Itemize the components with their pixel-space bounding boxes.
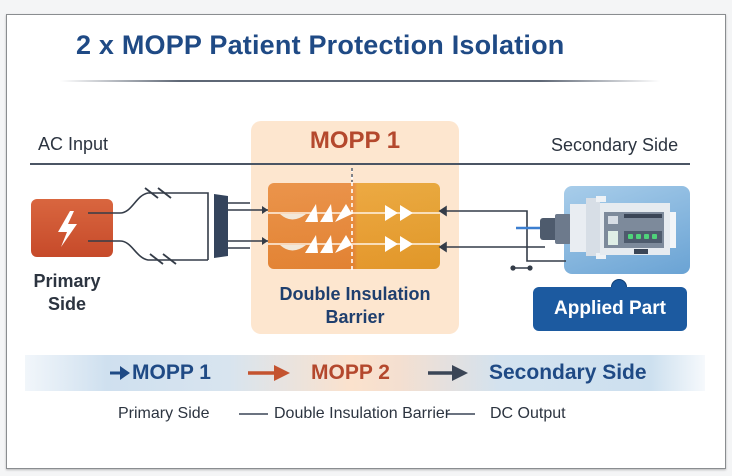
legend-primary-side: Primary Side — [118, 405, 210, 422]
barrier-caption-line1: Double Insulation — [279, 284, 431, 304]
status-led — [628, 234, 633, 239]
barrier-caption-line2: Barrier — [325, 307, 385, 327]
title-divider — [60, 80, 660, 82]
status-led — [636, 234, 641, 239]
barrier-caption: Double Insulation Barrier — [251, 283, 459, 329]
medical-device-icon — [516, 196, 676, 259]
break-marks — [144, 187, 177, 265]
flow-arrow-1 — [110, 366, 130, 380]
primary-side-label-line1: Primary — [33, 271, 101, 291]
input-wires — [88, 192, 209, 261]
applied-part-button[interactable]: Applied Part — [533, 287, 687, 331]
mopp-block-title: MOPP 1 — [309, 127, 401, 154]
flow-arrow-3 — [428, 365, 468, 381]
diagram-title: 2 x MOPP Patient Protection Isolation — [76, 30, 565, 60]
flow-band — [25, 355, 705, 391]
flow-step-secondary: Secondary Side — [489, 361, 647, 384]
primary-side-label-line2: Side — [47, 294, 86, 314]
legend-barrier: Double Insulation Barrier — [274, 405, 451, 422]
status-led — [652, 234, 657, 239]
lightning-bolt-icon — [58, 211, 77, 247]
status-led — [644, 234, 649, 239]
status-leds — [628, 234, 657, 239]
section-divider — [30, 163, 690, 165]
flow-step-mopp2: MOPP 2 — [311, 361, 390, 384]
secondary-side-label: Secondary Side — [551, 135, 679, 155]
legend-dc-output: DC Output — [490, 405, 566, 422]
ac-input-label: AC Input — [38, 134, 109, 154]
flow-step-mopp1: MOPP 1 — [132, 361, 211, 384]
plug-connector-icon — [214, 194, 268, 258]
isolation-symbol-icon — [268, 168, 440, 270]
output-wires — [438, 205, 566, 271]
flow-arrow-2 — [248, 365, 290, 381]
primary-side-label: Primary Side — [24, 270, 110, 316]
double-insulation-barrier — [268, 183, 440, 269]
